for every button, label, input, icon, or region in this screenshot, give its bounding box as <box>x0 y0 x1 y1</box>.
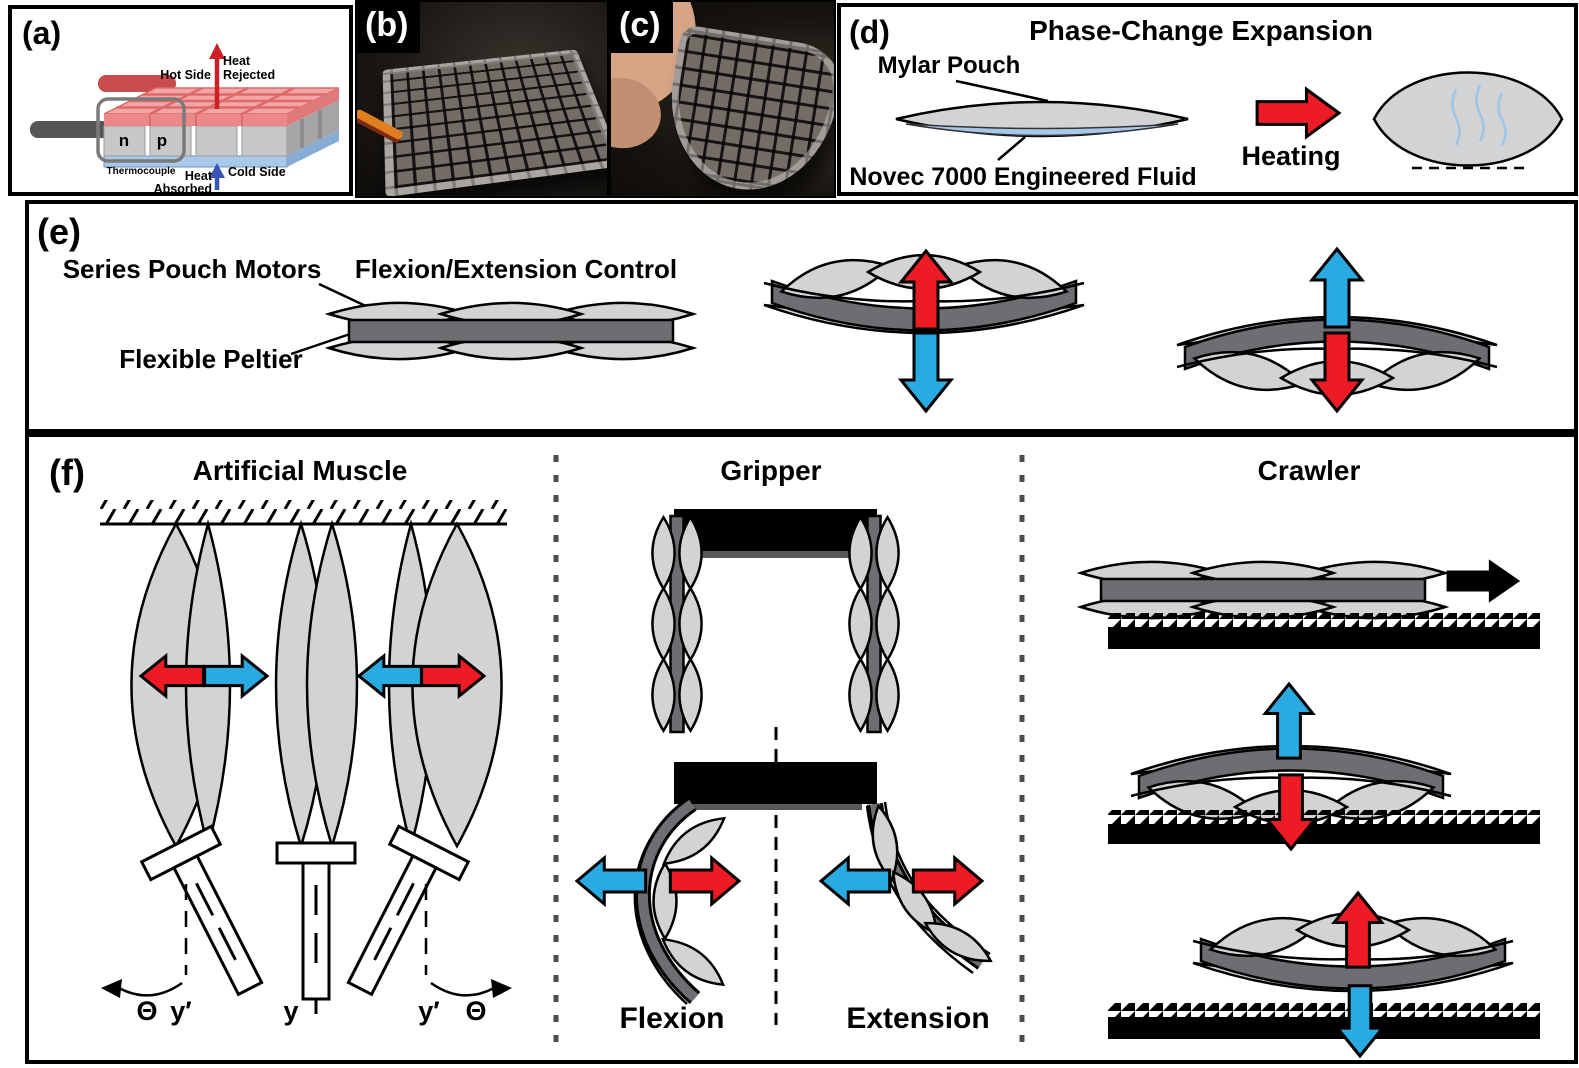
phase-change-title: Phase-Change Expansion <box>1029 15 1373 46</box>
p-type-label: p <box>157 131 167 150</box>
panel-f-label: (f) <box>49 452 85 493</box>
muscle-unit-neutral <box>276 524 357 846</box>
crawler-state-arched <box>1108 682 1540 851</box>
flexible-peltier-photo-flat <box>382 49 607 196</box>
gray-rod <box>30 121 110 138</box>
panel-f-svg: (f) Artificial Muscle Gripper Crawler <box>49 452 1540 1058</box>
photo-flat-device: (b) <box>355 0 609 198</box>
artificial-muscle-title: Artificial Muscle <box>193 455 408 486</box>
pendulum-vertical: y <box>275 841 357 1026</box>
heat-rejected-arrow-icon <box>209 43 225 109</box>
flexion-label: Flexion <box>619 1002 724 1035</box>
panel-f-applications: (f) Artificial Muscle Gripper Crawler <box>25 433 1578 1064</box>
crawler-diagram <box>1081 560 1540 1058</box>
mylar-leader-line <box>955 79 1049 103</box>
photo-bent-device: (c) <box>609 0 836 198</box>
pendulum-tilted-right: y′ Θ <box>346 824 512 1026</box>
gripper-open <box>652 509 898 732</box>
vapor-squiggle-icon <box>1497 92 1507 146</box>
muscle-unit-contracted-right <box>357 524 502 846</box>
red-right-arrow-icon <box>668 856 741 906</box>
thermocouple-outline <box>96 97 186 163</box>
heat-absorbed-label-1: Heat <box>185 169 213 183</box>
crawler-title: Crawler <box>1258 455 1361 486</box>
flat-pouch <box>895 100 1189 138</box>
gripper-finger-straight <box>849 516 898 732</box>
palm-shadow <box>689 804 862 810</box>
y-prime-label: y′ <box>418 996 440 1026</box>
palm-shadow <box>689 551 862 558</box>
crawler-state-flat <box>1081 560 1540 649</box>
y-label: y <box>283 996 298 1026</box>
theta-label: Θ <box>465 996 486 1026</box>
panel-a-label: (a) <box>22 15 61 51</box>
panel-a-thermoelectric-diagram: n p Thermocouple Hot Side Heat Rejected … <box>8 5 353 196</box>
flexible-peltier-label: Flexible Peltier <box>119 344 303 374</box>
heat-rejected-label-1: Heat <box>223 54 251 68</box>
gripper-diagram: Flexion Extension <box>575 509 998 1035</box>
y-prime-label: y′ <box>170 996 192 1026</box>
arc-arrowhead-icon <box>101 979 122 998</box>
arc-arrowhead-icon <box>491 979 512 998</box>
panel-b-label: (b) <box>357 2 421 53</box>
rotation-arc <box>430 981 495 997</box>
sawtooth-ground-base <box>1108 627 1540 649</box>
series-pouch-motors-label: Series Pouch Motors <box>63 254 322 284</box>
theta-label: Θ <box>136 996 157 1026</box>
heat-absorbed-arrow-icon <box>209 163 225 190</box>
sawtooth-ground-base <box>1108 1017 1540 1039</box>
gripper-palm <box>674 509 877 551</box>
crawler-state-valley <box>1108 891 1540 1058</box>
novec-fluid <box>905 123 1179 137</box>
extension-label: Extension <box>846 1002 989 1035</box>
panel-e-flexion-extension: (e) Series Pouch Motors Flexion/Extensio… <box>25 200 1578 433</box>
sawtooth-ground-teeth <box>1108 1003 1540 1017</box>
flexible-peltier-photo-bent <box>657 23 834 196</box>
gripper-palm <box>674 762 877 804</box>
pendulum-tilted-left: Θ y′ <box>101 824 264 1026</box>
novec-fluid-label: Novec 7000 Engineered Fluid <box>849 163 1196 191</box>
flexion-extension-control-title: Flexion/Extension Control <box>355 254 677 284</box>
rotation-arc <box>118 981 183 997</box>
gripper-finger-straight <box>652 516 701 732</box>
heating-label: Heating <box>1241 141 1340 171</box>
heat-rejected-label-2: Rejected <box>223 68 275 82</box>
artificial-muscle-diagram: Θ y′ y <box>100 500 512 1026</box>
panel-e-svg: (e) Series Pouch Motors Flexion/Extensio… <box>37 211 1574 413</box>
panel-e-label: (e) <box>37 211 81 252</box>
n-type-label: n <box>119 131 129 150</box>
heating-arrow-icon <box>1255 87 1341 139</box>
panel-d-svg: (d) Phase-Change Expansion Mylar Pouch N… <box>849 14 1564 191</box>
vapor-squiggle-icon <box>1475 84 1485 142</box>
blue-up-arrow-icon <box>1310 247 1364 329</box>
hot-side-slab <box>103 86 340 126</box>
actuator-flat <box>329 303 693 359</box>
gripper-finger-flexion <box>633 797 732 1005</box>
black-right-arrow-icon <box>1446 560 1520 602</box>
sawtooth-ground-teeth <box>1108 810 1540 824</box>
mylar-pouch-label: Mylar Pouch <box>878 52 1021 79</box>
gripper-actuated <box>575 762 998 1005</box>
heat-absorbed-label-2: Absorbed <box>154 182 212 192</box>
sawtooth-ground-base <box>1108 824 1540 844</box>
peltier-leader-line <box>290 329 360 356</box>
ceiling-hatching <box>100 500 507 524</box>
gripper-title: Gripper <box>720 455 821 486</box>
muscle-unit-contracted-left <box>131 524 269 846</box>
expanded-pouch <box>1372 71 1564 170</box>
panel-c-label: (c) <box>611 2 673 53</box>
vapor-squiggle-icon <box>1451 88 1461 146</box>
panel-d-phase-change: (d) Phase-Change Expansion Mylar Pouch N… <box>837 3 1578 196</box>
thermocouple-label: Thermocouple <box>107 166 176 177</box>
crawler-actuator-flat <box>1081 562 1445 618</box>
hot-side-label: Hot Side <box>160 68 211 82</box>
panel-a-svg: n p Thermocouple Hot Side Heat Rejected … <box>22 15 340 192</box>
fluid-leader-line <box>997 136 1026 161</box>
blue-down-arrow-icon <box>899 331 953 413</box>
sawtooth-ground-teeth <box>1108 613 1540 627</box>
panel-d-label: (d) <box>849 14 890 50</box>
cold-side-label: Cold Side <box>228 165 286 179</box>
